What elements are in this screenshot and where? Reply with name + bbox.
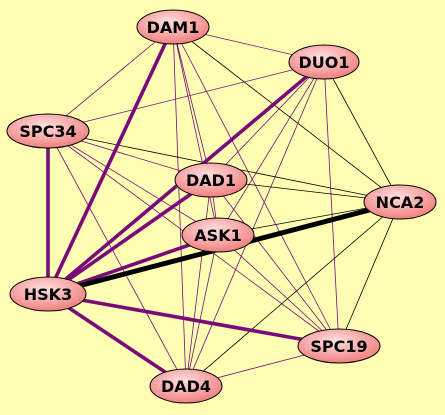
node-label: ASK1: [194, 226, 241, 245]
edge-hsk3-spc19: [46, 292, 341, 348]
edge-dam1-dad1: [172, 26, 212, 181]
edge-duo1-spc34: [47, 61, 325, 132]
edge-duo1-nca2: [323, 61, 401, 203]
node-ellipse: [136, 9, 210, 45]
edge-dad1-dad4: [185, 179, 212, 387]
edge-hsk3-dad4: [46, 292, 188, 388]
node-duo1: DUO1: [288, 44, 360, 80]
node-nca2: NCA2: [363, 184, 437, 220]
node-ellipse: [6, 113, 90, 149]
node-ellipse: [363, 184, 437, 220]
node-ellipse: [288, 44, 360, 80]
edge-dad1-hsk3: [46, 178, 213, 296]
node-ellipse: [174, 162, 248, 198]
edge-ask1-spc19: [217, 234, 340, 347]
node-label: DAD1: [186, 171, 236, 190]
edge-dam1-spc19: [172, 26, 340, 347]
edge-spc34-ask1: [47, 130, 219, 236]
edge-duo1-ask1: [217, 61, 325, 236]
node-label: DAM1: [147, 18, 200, 37]
node-label: DUO1: [298, 53, 349, 72]
edge-ask1-dad4: [185, 234, 219, 387]
node-dad4: DAD4: [149, 368, 223, 404]
edge-dam1-ask1: [172, 26, 219, 236]
edge-dam1-hsk3: [46, 25, 175, 296]
edge-dad1-spc19: [210, 179, 340, 347]
node-ellipse: [297, 328, 381, 364]
edge-nca2-dad4: [185, 201, 401, 387]
edge-spc34-dad4: [47, 130, 187, 387]
node-ellipse: [181, 217, 255, 253]
node-dam1: DAM1: [136, 9, 210, 45]
edge-dam1-nca2: [172, 26, 401, 203]
node-label: SPC19: [310, 337, 367, 356]
node-hsk3: HSK3: [9, 276, 87, 312]
edge-duo1-dad4: [185, 61, 325, 387]
node-dad1: DAD1: [174, 162, 248, 198]
edge-duo1-spc19: [323, 61, 340, 347]
node-ellipse: [149, 368, 223, 404]
edge-nca2-spc19: [338, 201, 401, 347]
edge-duo1-dad1: [210, 61, 325, 181]
node-ask1: ASK1: [181, 217, 255, 253]
node-label: DAD4: [161, 377, 211, 396]
node-ellipse: [9, 276, 87, 312]
node-spc19: SPC19: [297, 328, 381, 364]
node-spc34: SPC34: [6, 113, 90, 149]
node-label: NCA2: [376, 193, 425, 212]
node-label: SPC34: [19, 122, 76, 141]
node-label: HSK3: [24, 285, 72, 304]
edge-dam1-dad4: [172, 26, 187, 387]
edge-dam1-spc34: [47, 26, 174, 132]
